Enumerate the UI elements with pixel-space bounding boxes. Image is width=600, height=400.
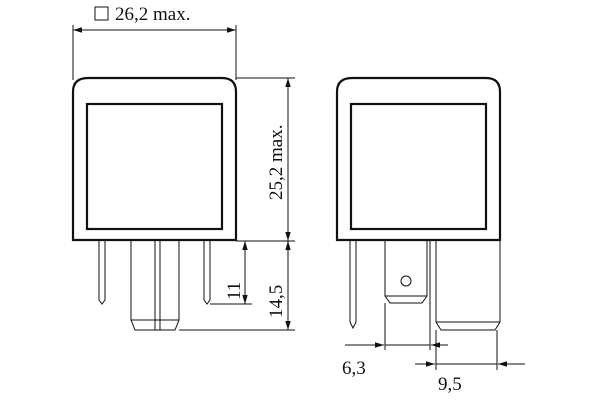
tab-small-dimension: 6,3 xyxy=(342,303,448,379)
width-dimension: 26,2 max. xyxy=(72,4,237,80)
height-dimension: 25,2 max. xyxy=(236,77,295,242)
tab-small-label: 6,3 xyxy=(342,358,366,379)
side-view xyxy=(335,76,502,331)
front-view xyxy=(71,76,238,331)
pin-short-label: 11 xyxy=(224,282,245,300)
width-label: 26,2 max. xyxy=(115,4,190,25)
tab-large-label: 9,5 xyxy=(438,374,462,395)
pin-long-label: 14,5 xyxy=(266,285,287,318)
height-label: 25,2 max. xyxy=(266,125,287,200)
tab-large-dimension: 9,5 xyxy=(415,330,525,395)
pin-long-dimension: 14,5 xyxy=(179,241,295,331)
pin-short-dimension: 11 xyxy=(210,241,252,305)
